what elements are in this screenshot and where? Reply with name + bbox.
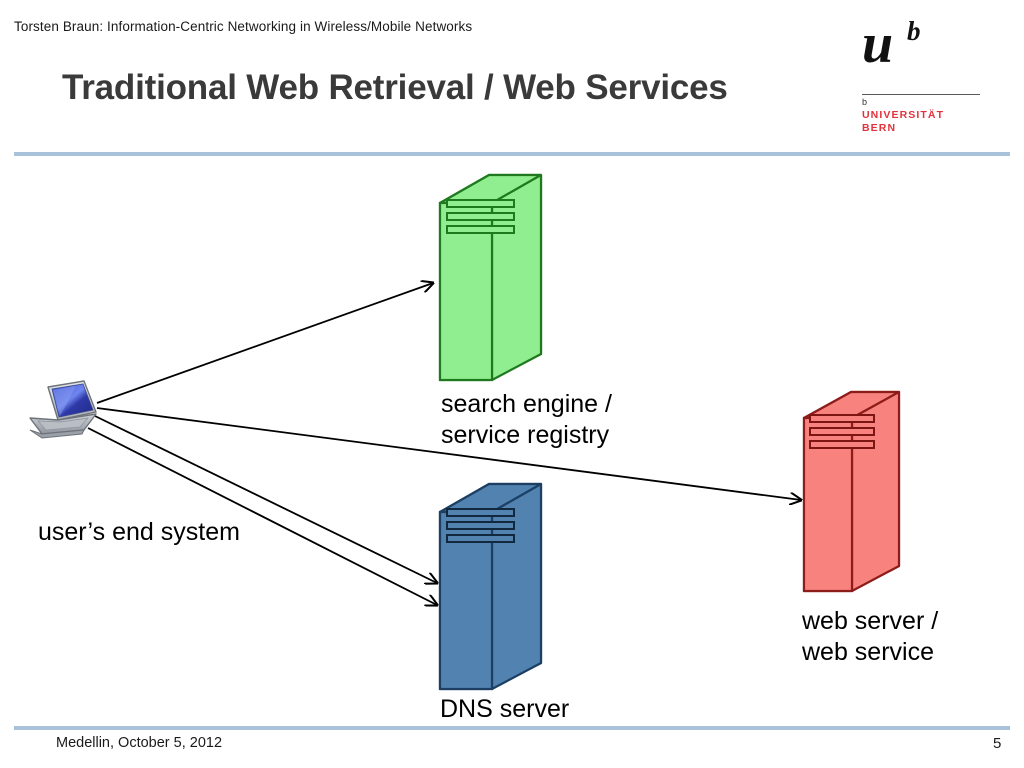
header-divider xyxy=(14,152,1010,156)
logo-wordmark-line1: UNIVERSITÄT xyxy=(862,109,945,121)
server-search-engine xyxy=(438,173,543,382)
laptop-client xyxy=(29,380,97,439)
label-dns-server: DNS server xyxy=(440,695,570,723)
arrow-client-to-web-server xyxy=(96,407,801,500)
arrow-client-to-dns-server-2 xyxy=(87,427,437,605)
server-dns xyxy=(438,482,543,691)
logo-wordmark-line2: BERN xyxy=(862,121,897,134)
label-search-engine-line1: search engine / xyxy=(441,390,612,418)
page-title: Traditional Web Retrieval / Web Services xyxy=(62,68,728,107)
footer-location-date: Medellin, October 5, 2012 xyxy=(56,735,223,751)
logo-b-superscript: b xyxy=(907,16,921,46)
label-search-engine-line2: service registry xyxy=(441,421,610,449)
logo-small-b: b xyxy=(862,97,868,107)
footer-divider xyxy=(14,726,1010,730)
label-web-server: web server / web service xyxy=(802,606,938,668)
logo-u-mark: u xyxy=(862,13,894,75)
label-web-server-line2: web service xyxy=(802,638,934,666)
arrow-client-to-search-engine xyxy=(96,283,433,404)
footer-page-number: 5 xyxy=(993,735,1002,752)
header-note: Torsten Braun: Information-Centric Netwo… xyxy=(14,19,473,34)
label-web-server-line1: web server / xyxy=(802,607,939,635)
label-search-engine: search engine / service registry xyxy=(441,389,612,451)
label-user-end-system: user’s end system xyxy=(38,518,240,546)
arrow-client-to-dns-server-1 xyxy=(94,415,437,583)
logo-divider xyxy=(862,94,980,95)
server-web xyxy=(802,390,901,593)
